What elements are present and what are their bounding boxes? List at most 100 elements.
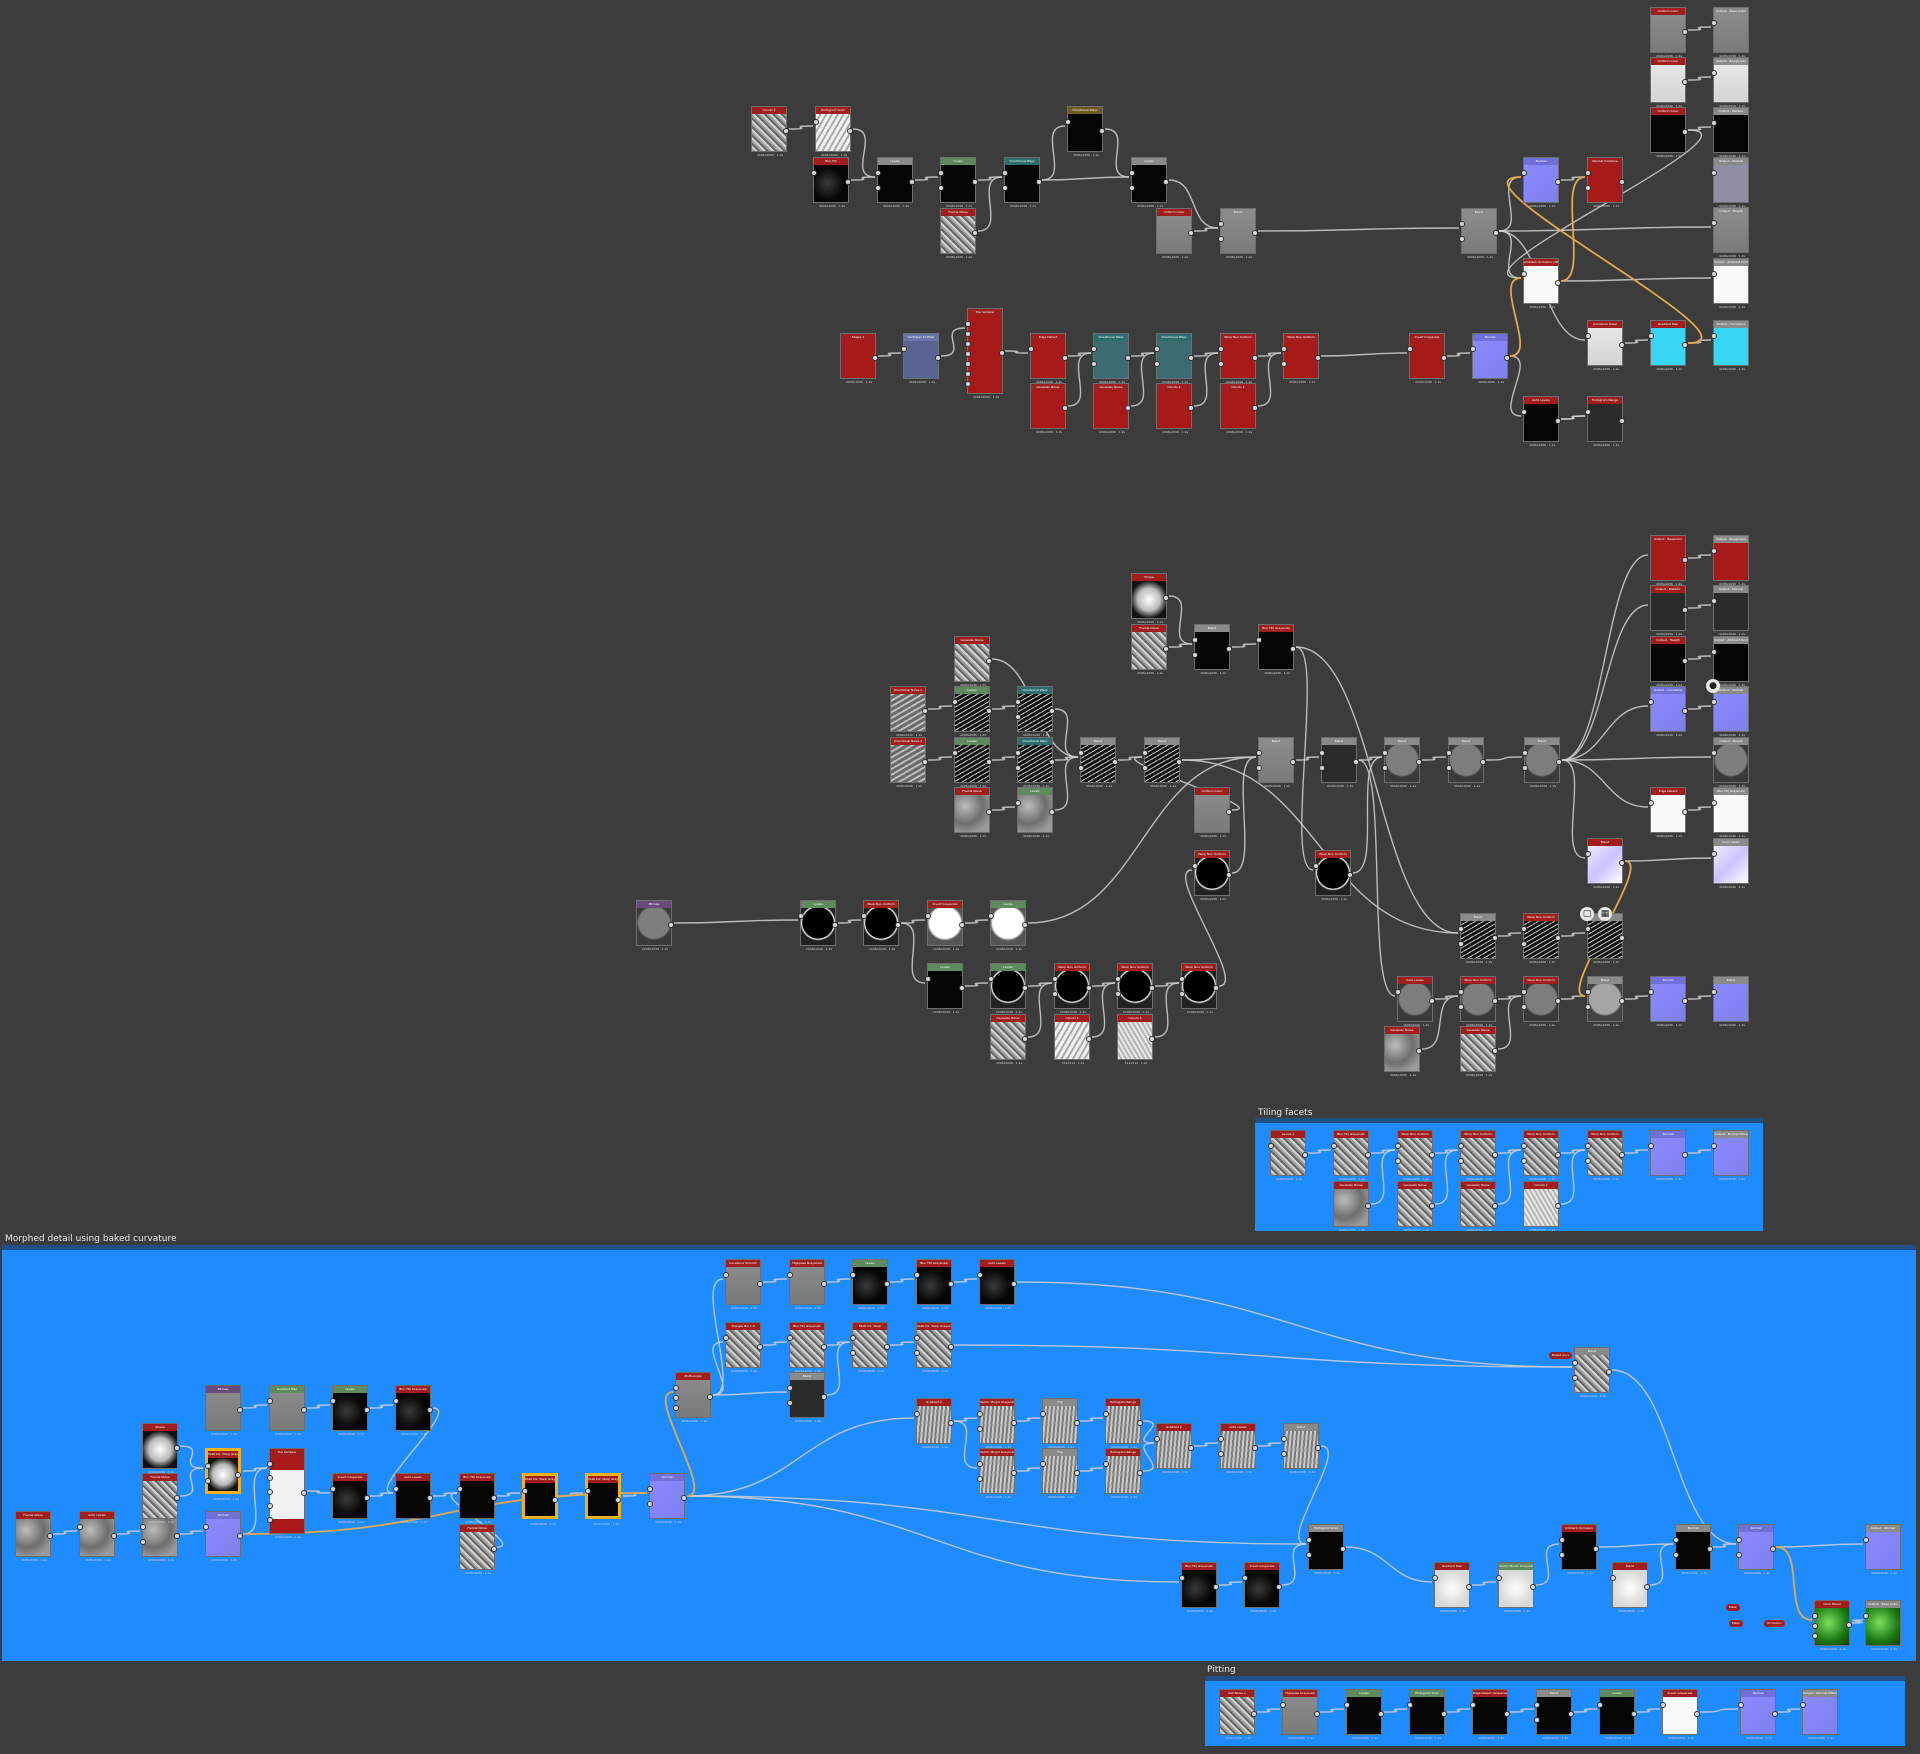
input-pin[interactable] bbox=[1115, 976, 1121, 982]
output-pin[interactable] bbox=[948, 1420, 954, 1426]
output-pin[interactable] bbox=[707, 1394, 713, 1400]
connection-wire[interactable] bbox=[877, 352, 902, 357]
input-pin[interactable] bbox=[647, 1501, 653, 1507]
output-pin[interactable] bbox=[1441, 1711, 1447, 1717]
connection-wire[interactable] bbox=[953, 1417, 978, 1422]
input-pin[interactable] bbox=[1256, 637, 1262, 643]
input-pin[interactable] bbox=[1585, 1158, 1591, 1164]
output-pin[interactable] bbox=[1062, 405, 1068, 411]
connection-wire[interactable] bbox=[306, 1404, 331, 1409]
output-pin[interactable] bbox=[1682, 129, 1688, 135]
connection-wire[interactable] bbox=[1345, 1546, 1433, 1583]
input-pin[interactable] bbox=[965, 371, 971, 377]
input-pin[interactable] bbox=[1572, 1375, 1578, 1381]
connection-wire[interactable] bbox=[1624, 857, 1712, 862]
input-pin[interactable] bbox=[1521, 1143, 1527, 1149]
input-pin[interactable] bbox=[330, 1398, 336, 1404]
output-pin[interactable] bbox=[1213, 1584, 1219, 1590]
connection-wire[interactable] bbox=[1320, 352, 1408, 357]
connection-wire[interactable] bbox=[991, 756, 1016, 761]
input-pin[interactable] bbox=[673, 1395, 679, 1401]
output-pin[interactable] bbox=[922, 759, 928, 765]
output-pin[interactable] bbox=[1315, 355, 1321, 361]
connection-wire[interactable] bbox=[1560, 176, 1586, 282]
input-pin[interactable] bbox=[1242, 1575, 1248, 1581]
connection-wire[interactable] bbox=[673, 919, 799, 924]
input-pin[interactable] bbox=[1319, 750, 1325, 756]
output-pin[interactable] bbox=[821, 1344, 827, 1350]
input-pin[interactable] bbox=[850, 1272, 856, 1278]
output-pin[interactable] bbox=[1011, 1470, 1017, 1476]
input-pin[interactable] bbox=[965, 381, 971, 387]
connection-wire[interactable] bbox=[1004, 350, 1029, 354]
output-pin[interactable] bbox=[922, 708, 928, 714]
connection-wire[interactable] bbox=[450, 1492, 504, 1548]
connection-wire[interactable] bbox=[1498, 230, 1522, 279]
output-pin[interactable] bbox=[1631, 1711, 1637, 1717]
input-pin[interactable] bbox=[1738, 1702, 1744, 1708]
input-pin[interactable] bbox=[1179, 991, 1185, 997]
output-pin[interactable] bbox=[972, 230, 978, 236]
connection-wire[interactable] bbox=[826, 1341, 851, 1396]
output-pin[interactable] bbox=[1682, 607, 1688, 613]
input-pin[interactable] bbox=[1711, 548, 1717, 554]
input-pin[interactable] bbox=[1115, 991, 1121, 997]
input-pin[interactable] bbox=[1521, 941, 1527, 947]
connection-wire[interactable] bbox=[1421, 995, 1459, 1050]
input-pin[interactable] bbox=[1610, 1575, 1616, 1581]
output-pin[interactable] bbox=[1682, 557, 1688, 563]
connection-wire[interactable] bbox=[1560, 1149, 1586, 1205]
connection-wire[interactable] bbox=[991, 705, 1016, 710]
connection-wire[interactable] bbox=[1687, 604, 1712, 609]
output-pin[interactable] bbox=[1619, 418, 1625, 424]
input-pin[interactable] bbox=[1458, 1158, 1464, 1164]
connection-wire[interactable] bbox=[1560, 995, 1586, 1000]
input-pin[interactable] bbox=[813, 119, 819, 125]
connection-wire[interactable] bbox=[242, 1492, 648, 1535]
connection-wire[interactable] bbox=[1231, 756, 1257, 874]
input-pin[interactable] bbox=[914, 1411, 920, 1417]
output-pin[interactable] bbox=[1252, 405, 1258, 411]
connection-wire[interactable] bbox=[900, 922, 926, 984]
connection-wire[interactable] bbox=[432, 1492, 458, 1497]
output-pin[interactable] bbox=[1347, 872, 1353, 878]
input-pin[interactable] bbox=[1585, 989, 1591, 995]
output-pin[interactable] bbox=[1429, 1203, 1435, 1209]
connection-wire[interactable] bbox=[712, 1278, 724, 1396]
connection-wire[interactable] bbox=[927, 705, 953, 710]
connection-wire[interactable] bbox=[1560, 1149, 1586, 1154]
connection-wire[interactable] bbox=[1497, 1149, 1522, 1154]
output-pin[interactable] bbox=[783, 128, 789, 134]
input-pin[interactable] bbox=[787, 1335, 793, 1341]
input-pin[interactable] bbox=[1711, 800, 1717, 806]
output-pin[interactable] bbox=[1682, 998, 1688, 1004]
connection-wire[interactable] bbox=[1231, 643, 1257, 648]
output-pin[interactable] bbox=[1846, 1622, 1852, 1628]
